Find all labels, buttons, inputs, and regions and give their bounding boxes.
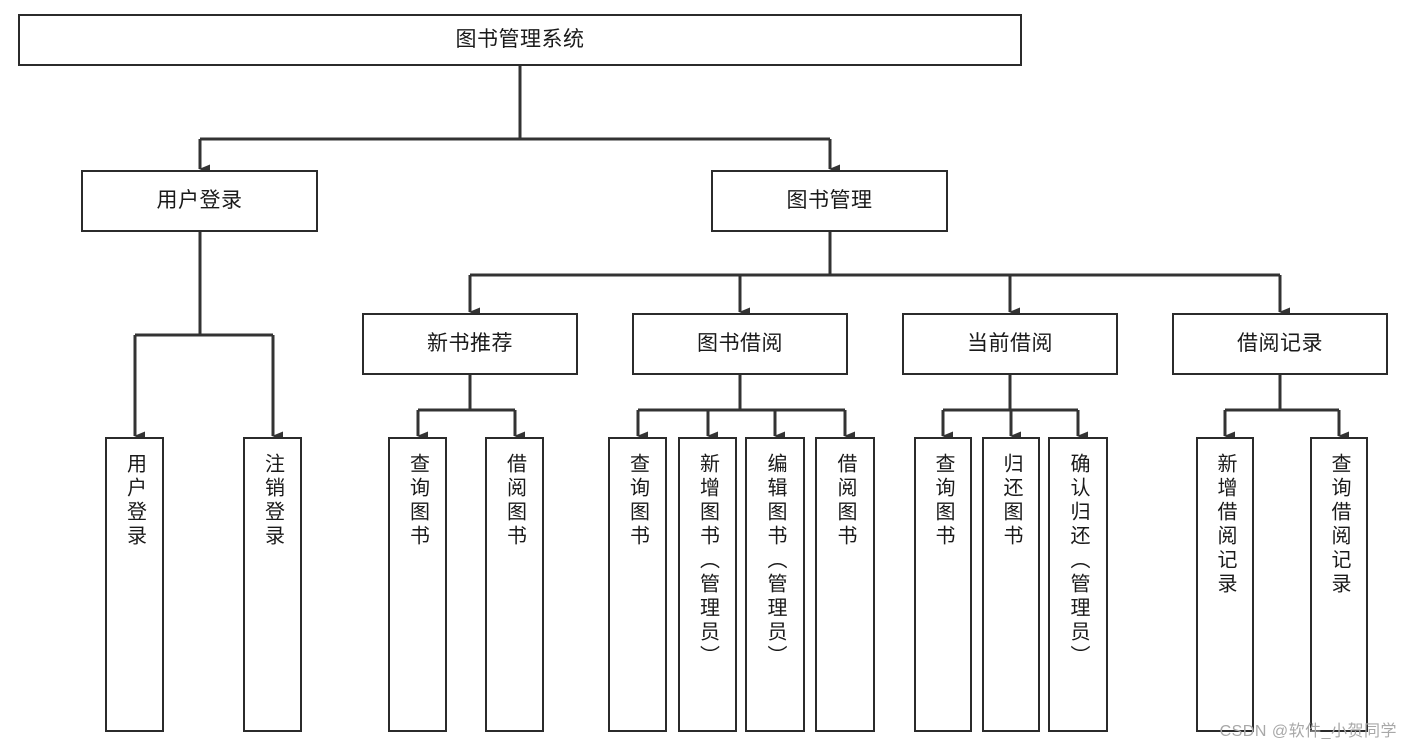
node-leaf-add-book-admin[interactable]: 新增图书（管理员） bbox=[678, 437, 737, 732]
node-leaf-confirm-return-admin[interactable]: 确认归还（管理员） bbox=[1048, 437, 1108, 732]
node-label: 借阅图书 bbox=[503, 453, 526, 549]
node-label: 归还图书 bbox=[1000, 453, 1022, 549]
node-leaf-borrow-book-1[interactable]: 借阅图书 bbox=[485, 437, 544, 732]
node-l2-book-manage[interactable]: 图书管理 bbox=[711, 170, 948, 232]
node-label: 图书管理 bbox=[786, 188, 873, 212]
node-leaf-borrow-book-2[interactable]: 借阅图书 bbox=[815, 437, 875, 732]
node-label: 查询借阅记录 bbox=[1328, 453, 1350, 597]
node-label: 图书管理系统 bbox=[455, 27, 585, 51]
node-leaf-query-book-2[interactable]: 查询图书 bbox=[608, 437, 667, 732]
node-label: 注销登录 bbox=[261, 453, 284, 549]
node-l3-borrow-record[interactable]: 借阅记录 bbox=[1172, 313, 1388, 375]
node-label: 新增借阅记录 bbox=[1214, 453, 1236, 597]
node-leaf-add-record[interactable]: 新增借阅记录 bbox=[1196, 437, 1254, 732]
node-root[interactable]: 图书管理系统 bbox=[18, 14, 1022, 66]
node-leaf-logout[interactable]: 注销登录 bbox=[243, 437, 302, 732]
node-l2-user-login[interactable]: 用户登录 bbox=[81, 170, 318, 232]
node-l3-new-book-rec[interactable]: 新书推荐 bbox=[362, 313, 578, 375]
node-label: 新书推荐 bbox=[427, 331, 513, 355]
node-leaf-query-book-3[interactable]: 查询图书 bbox=[914, 437, 972, 732]
edge-group bbox=[133, 66, 1349, 441]
node-l3-book-borrow[interactable]: 图书借阅 bbox=[632, 313, 848, 375]
node-leaf-return-book[interactable]: 归还图书 bbox=[982, 437, 1040, 732]
node-label: 用户登录 bbox=[156, 188, 243, 212]
node-label: 借阅图书 bbox=[834, 453, 856, 549]
node-label: 查询图书 bbox=[626, 453, 649, 549]
node-label: 确认归还（管理员） bbox=[1067, 453, 1089, 669]
node-label: 编辑图书（管理员） bbox=[764, 453, 786, 669]
node-leaf-query-book-1[interactable]: 查询图书 bbox=[388, 437, 447, 732]
node-label: 当前借阅 bbox=[967, 331, 1053, 355]
node-label: 用户登录 bbox=[123, 453, 146, 549]
node-leaf-edit-book-admin[interactable]: 编辑图书（管理员） bbox=[745, 437, 805, 732]
node-label: 查询图书 bbox=[406, 453, 429, 549]
node-label: 图书借阅 bbox=[697, 331, 783, 355]
node-label: 借阅记录 bbox=[1237, 331, 1323, 355]
node-leaf-user-login[interactable]: 用户登录 bbox=[105, 437, 164, 732]
node-label: 新增图书（管理员） bbox=[696, 453, 719, 669]
node-label: 查询图书 bbox=[932, 453, 954, 549]
node-leaf-query-record[interactable]: 查询借阅记录 bbox=[1310, 437, 1368, 732]
node-l3-current-borrow[interactable]: 当前借阅 bbox=[902, 313, 1118, 375]
